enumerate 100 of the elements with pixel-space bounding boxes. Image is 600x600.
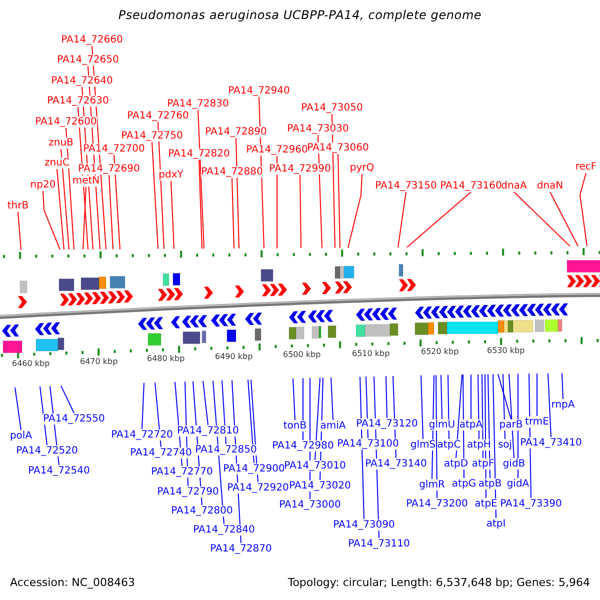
leader-line bbox=[170, 180, 174, 250]
leader-line bbox=[82, 186, 86, 250]
gene-label: atpG bbox=[452, 478, 476, 490]
gene-label: atpI bbox=[486, 518, 506, 530]
gene-label: PA14_72540 bbox=[28, 466, 90, 476]
gene-label: atpB bbox=[478, 478, 502, 490]
gene-label: polA bbox=[10, 430, 32, 442]
leader-line bbox=[406, 192, 472, 248]
scale-label: 6490 kbp bbox=[215, 352, 253, 362]
leader-line bbox=[42, 190, 60, 250]
leader-line bbox=[292, 378, 296, 420]
leader-line bbox=[536, 373, 538, 416]
gene-label: dnaA bbox=[501, 180, 527, 192]
footer-text: Accession: NC_008463 bbox=[10, 576, 136, 589]
gene-label: PA14_72830 bbox=[167, 98, 229, 110]
gene-label: PA14_72750 bbox=[121, 130, 183, 142]
gene-label: atpH bbox=[467, 440, 491, 450]
scale-label: 6500 kbp bbox=[283, 350, 321, 360]
leader-line bbox=[198, 160, 202, 250]
leader-line bbox=[470, 374, 472, 420]
gene-label: amiA bbox=[320, 420, 346, 432]
gene-label: PA14_73160 bbox=[440, 180, 502, 192]
gene-label: PA14_72790 bbox=[157, 486, 219, 498]
leader-line bbox=[60, 385, 74, 414]
gene-label: PA14_73010 bbox=[284, 460, 346, 472]
gene-label: gidA bbox=[506, 478, 530, 490]
leader-line bbox=[108, 174, 114, 250]
leader-line bbox=[528, 373, 532, 498]
scale-label: 6470 kbp bbox=[80, 356, 118, 366]
leader-line bbox=[114, 154, 120, 250]
leader-line bbox=[508, 373, 514, 458]
gene-label: pdxY bbox=[158, 170, 184, 180]
gene-label: tonB bbox=[283, 420, 307, 432]
leader-line bbox=[484, 374, 486, 498]
scale-label: 6530 kbp bbox=[487, 346, 525, 355]
gene-label: PA14_72740 bbox=[130, 448, 192, 458]
gene-label: PA14_72960 bbox=[246, 144, 308, 156]
leader-line bbox=[14, 386, 22, 430]
gene-label: PA14_72980 bbox=[272, 440, 334, 452]
gene-label: PA14_72810 bbox=[177, 426, 239, 436]
gene-label: PA14_73060 bbox=[307, 142, 369, 154]
gene-label: trmE bbox=[525, 416, 549, 428]
leader-line bbox=[232, 178, 234, 249]
leader-line bbox=[514, 192, 570, 247]
gene-label: PA14_72850 bbox=[195, 444, 257, 456]
leader-line bbox=[398, 192, 406, 248]
gene-label: PA14_73020 bbox=[289, 480, 351, 492]
gene-label: atpF bbox=[472, 458, 494, 470]
gene-label: PA14_72940 bbox=[228, 86, 290, 96]
gene-label: PA14_73000 bbox=[279, 500, 341, 510]
leader-line bbox=[248, 379, 254, 464]
gene-label: PA14_72600 bbox=[35, 116, 97, 128]
gene-label: atpC bbox=[437, 440, 461, 450]
gene-label: PA14_72840 bbox=[193, 524, 255, 536]
leader-line bbox=[550, 192, 578, 247]
gene-label: PA14_72990 bbox=[269, 164, 331, 174]
gene-label: PA14_73120 bbox=[356, 418, 418, 430]
gene-label: znuC bbox=[44, 158, 70, 168]
gene-label: PA14_72770 bbox=[151, 466, 213, 478]
gene-label: PA14_72920 bbox=[227, 482, 289, 494]
leader-line bbox=[56, 168, 64, 250]
gene-label: PA14_73030 bbox=[287, 124, 349, 134]
gene-label: PA14_73390 bbox=[500, 498, 562, 510]
leader-line bbox=[330, 377, 334, 420]
leader-line bbox=[348, 174, 362, 248]
gene-label: PA14_72760 bbox=[127, 110, 189, 122]
gene-label: PA14_72690 bbox=[78, 164, 140, 174]
gene-label: PA14_73110 bbox=[348, 538, 410, 550]
scale-label: 6520 kbp bbox=[421, 347, 459, 356]
leader-line bbox=[276, 156, 278, 249]
leader-line bbox=[302, 378, 304, 440]
gene-label: np20 bbox=[30, 180, 56, 190]
gene-label: recF bbox=[575, 162, 597, 172]
gene-label: PA14_73410 bbox=[520, 438, 582, 448]
gene-label: glmS bbox=[410, 440, 436, 450]
scale-label: 6480 kbp bbox=[147, 354, 185, 364]
gene-label: PA14_72900 bbox=[223, 464, 285, 474]
leader-line bbox=[482, 374, 484, 458]
leader-line bbox=[18, 212, 22, 250]
leader-line bbox=[202, 380, 208, 426]
leader-line bbox=[236, 138, 240, 249]
gene-label: PA14_72520 bbox=[16, 446, 78, 456]
gene-label: PA14_72630 bbox=[47, 96, 109, 106]
gene-label: PA14_72720 bbox=[111, 430, 173, 440]
gene-label: atpA bbox=[459, 420, 483, 430]
gene-label: PA14_72800 bbox=[171, 506, 233, 516]
leader-line bbox=[152, 142, 158, 250]
leader-line bbox=[300, 174, 302, 248]
gene-label: PA14_72640 bbox=[51, 76, 113, 86]
leader-line bbox=[142, 382, 144, 430]
gene-label: gidB bbox=[502, 458, 526, 470]
gene-label: PA14_72660 bbox=[61, 34, 123, 46]
leader-line bbox=[386, 376, 388, 418]
gene-label: glmU bbox=[428, 420, 456, 430]
gene-label: soj bbox=[498, 440, 512, 450]
leader-line bbox=[420, 374, 424, 440]
gene-label: PA14_72820 bbox=[168, 148, 230, 160]
gene-label: atpE bbox=[474, 498, 498, 510]
leader-line bbox=[60, 148, 70, 250]
gene-label: PA14_72880 bbox=[201, 166, 263, 178]
